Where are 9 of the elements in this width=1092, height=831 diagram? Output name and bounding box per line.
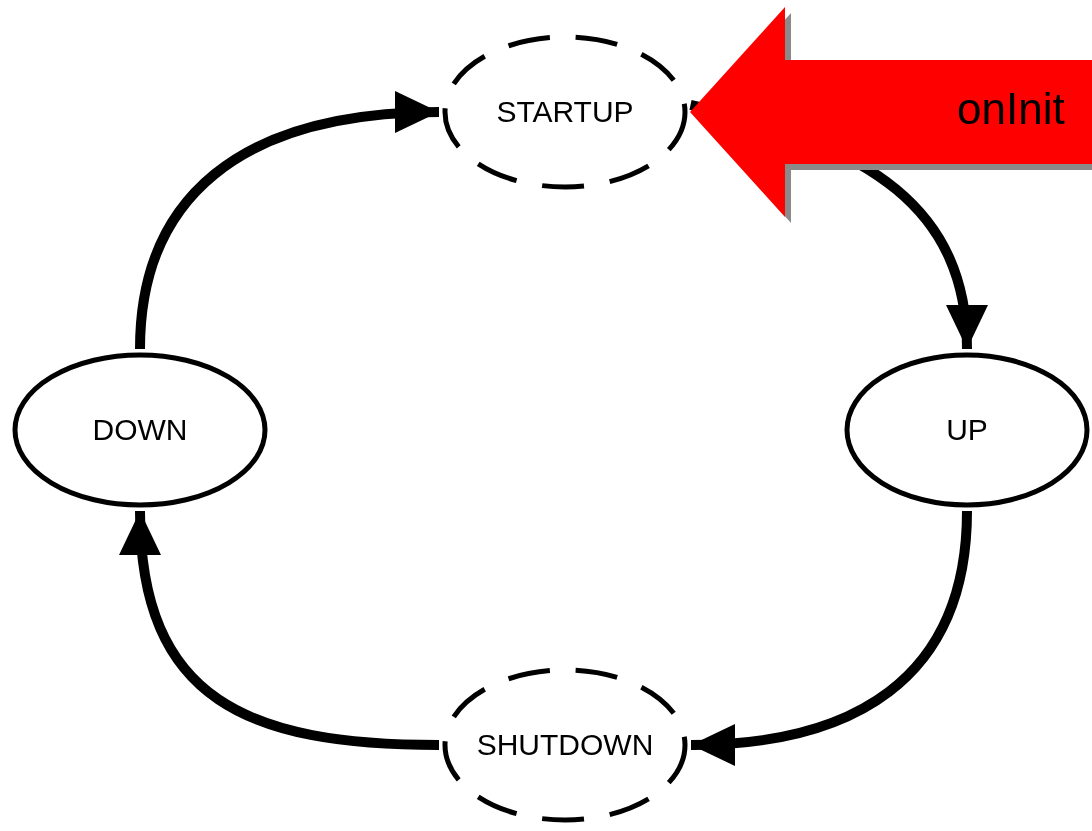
edge-label: onInit: [957, 84, 1065, 134]
state-label: SHUTDOWN: [476, 728, 654, 762]
state-label: UP: [946, 413, 988, 447]
arrow: [135, 92, 440, 350]
state-label: STARTUP: [496, 95, 634, 129]
arrow: [121, 510, 440, 750]
arrow: [690, 510, 972, 765]
block-arrow: [690, 7, 1092, 217]
state-label: DOWN: [92, 413, 188, 447]
